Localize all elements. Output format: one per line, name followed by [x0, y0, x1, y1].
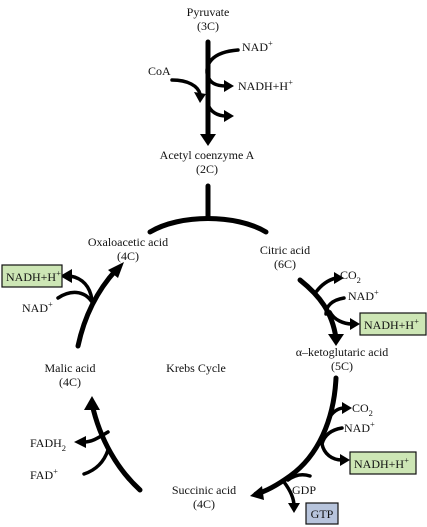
succinate-to-malate-arc: [89, 401, 143, 493]
co2-b-arrowhead: [342, 402, 352, 414]
fadh2-arrowhead: [74, 436, 86, 448]
nadh-r2-box: [349, 451, 417, 475]
akg-arrowhead: [328, 334, 344, 346]
condensation-arc: [147, 216, 269, 235]
oxaloacetic-carbons: (4C): [117, 249, 139, 263]
nad-left-label: NAD+: [22, 299, 53, 315]
nadh-r1-arrowhead: [350, 318, 360, 330]
succinic-label: Succinic acid: [172, 483, 236, 497]
nadh-r1-box: [359, 312, 427, 336]
malate-to-oxaloacetate-arc: [75, 267, 119, 349]
nadh-r2-arrowhead: [340, 454, 350, 466]
akg-to-succinate-arc: [253, 375, 339, 497]
succinate-arrowhead: [250, 486, 264, 500]
co2-b-label: CO2: [352, 401, 373, 418]
coa-input-curve: [170, 78, 202, 96]
coa-arrowhead: [194, 92, 206, 103]
nadh-left-box: [1, 264, 63, 288]
nad-top-label: NAD+: [242, 38, 273, 54]
co2-a-output-curve: [314, 276, 338, 294]
nadh-r2-output-curve: [320, 442, 344, 462]
acetyl-label: Acetyl coenzyme A: [160, 148, 255, 162]
pyruvate-label: Pyruvate: [187, 5, 230, 19]
coa-label: CoA: [148, 64, 171, 78]
co2-a-label: CO2: [340, 268, 361, 285]
pyruvate-arrowhead: [200, 134, 216, 146]
fad-input-curve: [82, 448, 110, 476]
gdp-label: GDP: [292, 483, 316, 497]
nad-r1-input-curve: [324, 296, 346, 316]
nad-r2-label: NAD+: [344, 419, 375, 435]
nadh-left-arrowhead: [60, 269, 72, 283]
gdp-input-curve: [286, 473, 312, 482]
krebs-cycle-title: Krebs Cycle: [166, 361, 226, 375]
acetyl-carbons: (2C): [196, 162, 218, 176]
nadh-output-arrowhead: [224, 80, 234, 92]
nadh-left-label: NADH+H+: [6, 268, 61, 284]
malate-arrowhead: [84, 396, 100, 410]
gtp-box: [305, 502, 339, 525]
nadh-r2-label: NADH+H+: [354, 455, 409, 471]
citrate-to-akg-arc: [297, 277, 339, 341]
coa-output-curve: [206, 102, 228, 118]
oxaloacetate-arrowhead: [108, 262, 124, 278]
pyruvate-carbons: (3C): [197, 19, 219, 33]
nad-left-input-curve: [56, 290, 94, 304]
nadh-r1-label: NADH+H+: [364, 316, 419, 332]
succinic-carbons: (4C): [193, 497, 215, 511]
fadh2-label: FADH2: [30, 436, 66, 453]
co2-a-arrowhead: [334, 272, 344, 284]
coa-output-arrowhead: [224, 110, 234, 122]
fad-label: FAD+: [30, 466, 58, 482]
nad-r2-input-curve: [320, 426, 344, 446]
gtp-arrowhead: [288, 503, 300, 513]
akg-carbons: (5C): [331, 359, 353, 373]
nadh-left-output-curve: [68, 274, 94, 302]
nadh-top-label: NADH+H+: [238, 77, 293, 93]
citric-label: Citric acid: [260, 243, 310, 257]
gtp-label: GTP: [311, 507, 334, 521]
malic-carbons: (4C): [59, 375, 81, 389]
citric-carbons: (6C): [274, 257, 296, 271]
nad-r1-label: NAD+: [348, 287, 379, 303]
akg-label: α–ketoglutaric acid: [296, 345, 389, 359]
nadh-output-curve: [206, 74, 228, 88]
malic-label: Malic acid: [45, 361, 96, 375]
nad-input-curve: [205, 48, 240, 80]
nadh-r1-output-curve: [328, 310, 354, 326]
oxaloacetic-label: Oxaloacetic acid: [88, 235, 168, 249]
